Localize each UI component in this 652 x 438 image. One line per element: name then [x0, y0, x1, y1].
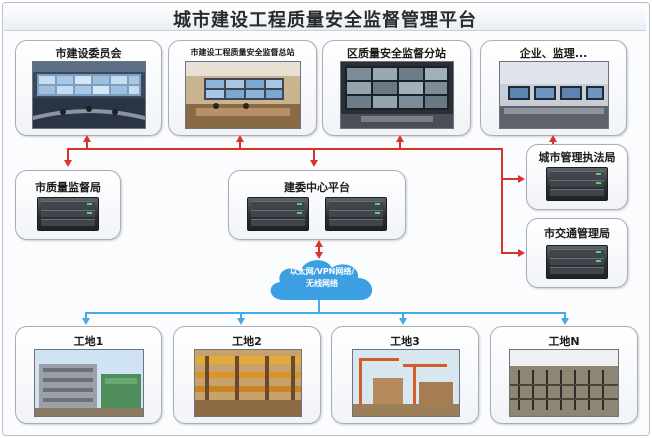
arrow-up-station [236, 135, 244, 142]
node-label: 工地3 [390, 335, 420, 348]
node-label: 企业、监理... [519, 47, 588, 60]
node-district-supervision-branch: 区质量安全监督分站 [322, 40, 471, 136]
link-to-station [239, 140, 241, 149]
page-title: 城市建设工程质量安全监督管理平台 [173, 10, 477, 31]
link-to-branch [399, 140, 401, 149]
link-cloud-to-sites [318, 300, 320, 314]
node-label: 建委中心平台 [284, 181, 350, 194]
arrow-up-center-from-cloud [315, 240, 323, 247]
link-top-horizontal [67, 148, 502, 150]
link-to-committee [86, 140, 88, 149]
arrow-right-enforcement-bureau [518, 175, 525, 183]
server-icon [247, 197, 309, 231]
arrow-up-branch [396, 135, 404, 142]
node-enterprise-supervisor: 企业、监理... [480, 40, 627, 136]
construction-site-photo [34, 349, 144, 417]
node-label: 区质量安全监督分站 [347, 47, 446, 60]
node-site-2: 工地2 [173, 326, 321, 424]
arrow-up-committee [83, 135, 91, 142]
arrow-down-site-2 [237, 318, 245, 325]
node-quality-safety-supervision-station: 市建设工程质量安全监督总站 [168, 40, 317, 136]
arrow-down-site-3 [399, 318, 407, 325]
arrow-down-cloud [315, 252, 323, 259]
node-site-1: 工地1 [15, 326, 162, 424]
link-right-trunk [501, 148, 503, 254]
control-room-photo [32, 61, 146, 129]
node-label: 市交通管理局 [544, 227, 610, 240]
arrow-up-enterprise [549, 135, 557, 142]
server-icon [37, 197, 99, 231]
link-sites-horizontal [85, 312, 566, 314]
link-to-quality-bureau [67, 148, 69, 160]
node-city-construction-committee: 市建设委员会 [15, 40, 162, 136]
link-cloud-to-center [318, 246, 320, 254]
video-wall-photo [340, 61, 454, 129]
node-label: 市建设委员会 [55, 47, 122, 60]
node-label: 市建设工程质量安全监督总站 [190, 48, 295, 57]
node-site-3: 工地3 [331, 326, 479, 424]
arrow-down-site-n [561, 318, 569, 325]
network-label-line2: 无线网络 [306, 279, 338, 288]
server-icon [546, 167, 608, 201]
construction-site-photo [509, 349, 619, 417]
construction-site-photo [352, 349, 460, 417]
arrow-right-traffic-bureau [518, 249, 525, 257]
link-to-site-3 [402, 312, 404, 320]
node-label: 工地1 [73, 335, 104, 348]
title-bar: 城市建设工程质量安全监督管理平台 [4, 4, 646, 31]
server-icon [325, 197, 387, 231]
monitoring-room-photo [185, 61, 301, 129]
node-label: 市质量监督局 [35, 181, 101, 194]
link-to-site-2 [240, 312, 242, 320]
construction-site-photo [194, 349, 302, 417]
node-center-platform: 建委中心平台 [228, 170, 406, 240]
office-screens-photo [499, 61, 609, 129]
node-label: 城市管理执法局 [538, 151, 616, 164]
node-quality-supervision-bureau: 市质量监督局 [15, 170, 121, 240]
node-label: 工地N [548, 335, 580, 348]
arrow-down-center-platform [310, 160, 318, 167]
link-to-site-1 [85, 312, 87, 320]
network-label-line1: 以太网/VPN网络/ [289, 267, 355, 276]
link-to-center-platform [313, 148, 315, 160]
node-urban-enforcement-bureau: 城市管理执法局 [526, 144, 628, 210]
arrow-down-site-1 [82, 318, 90, 325]
link-to-traffic-bureau [501, 252, 519, 254]
network-cloud-icon [270, 260, 373, 300]
server-icon [546, 245, 608, 279]
node-label: 工地2 [232, 335, 262, 348]
link-to-enforcement-bureau [501, 178, 519, 180]
node-site-n: 工地N [490, 326, 638, 424]
node-traffic-management-bureau: 市交通管理局 [526, 218, 628, 288]
arrow-down-quality-bureau [64, 160, 72, 167]
link-to-site-n [564, 312, 566, 320]
